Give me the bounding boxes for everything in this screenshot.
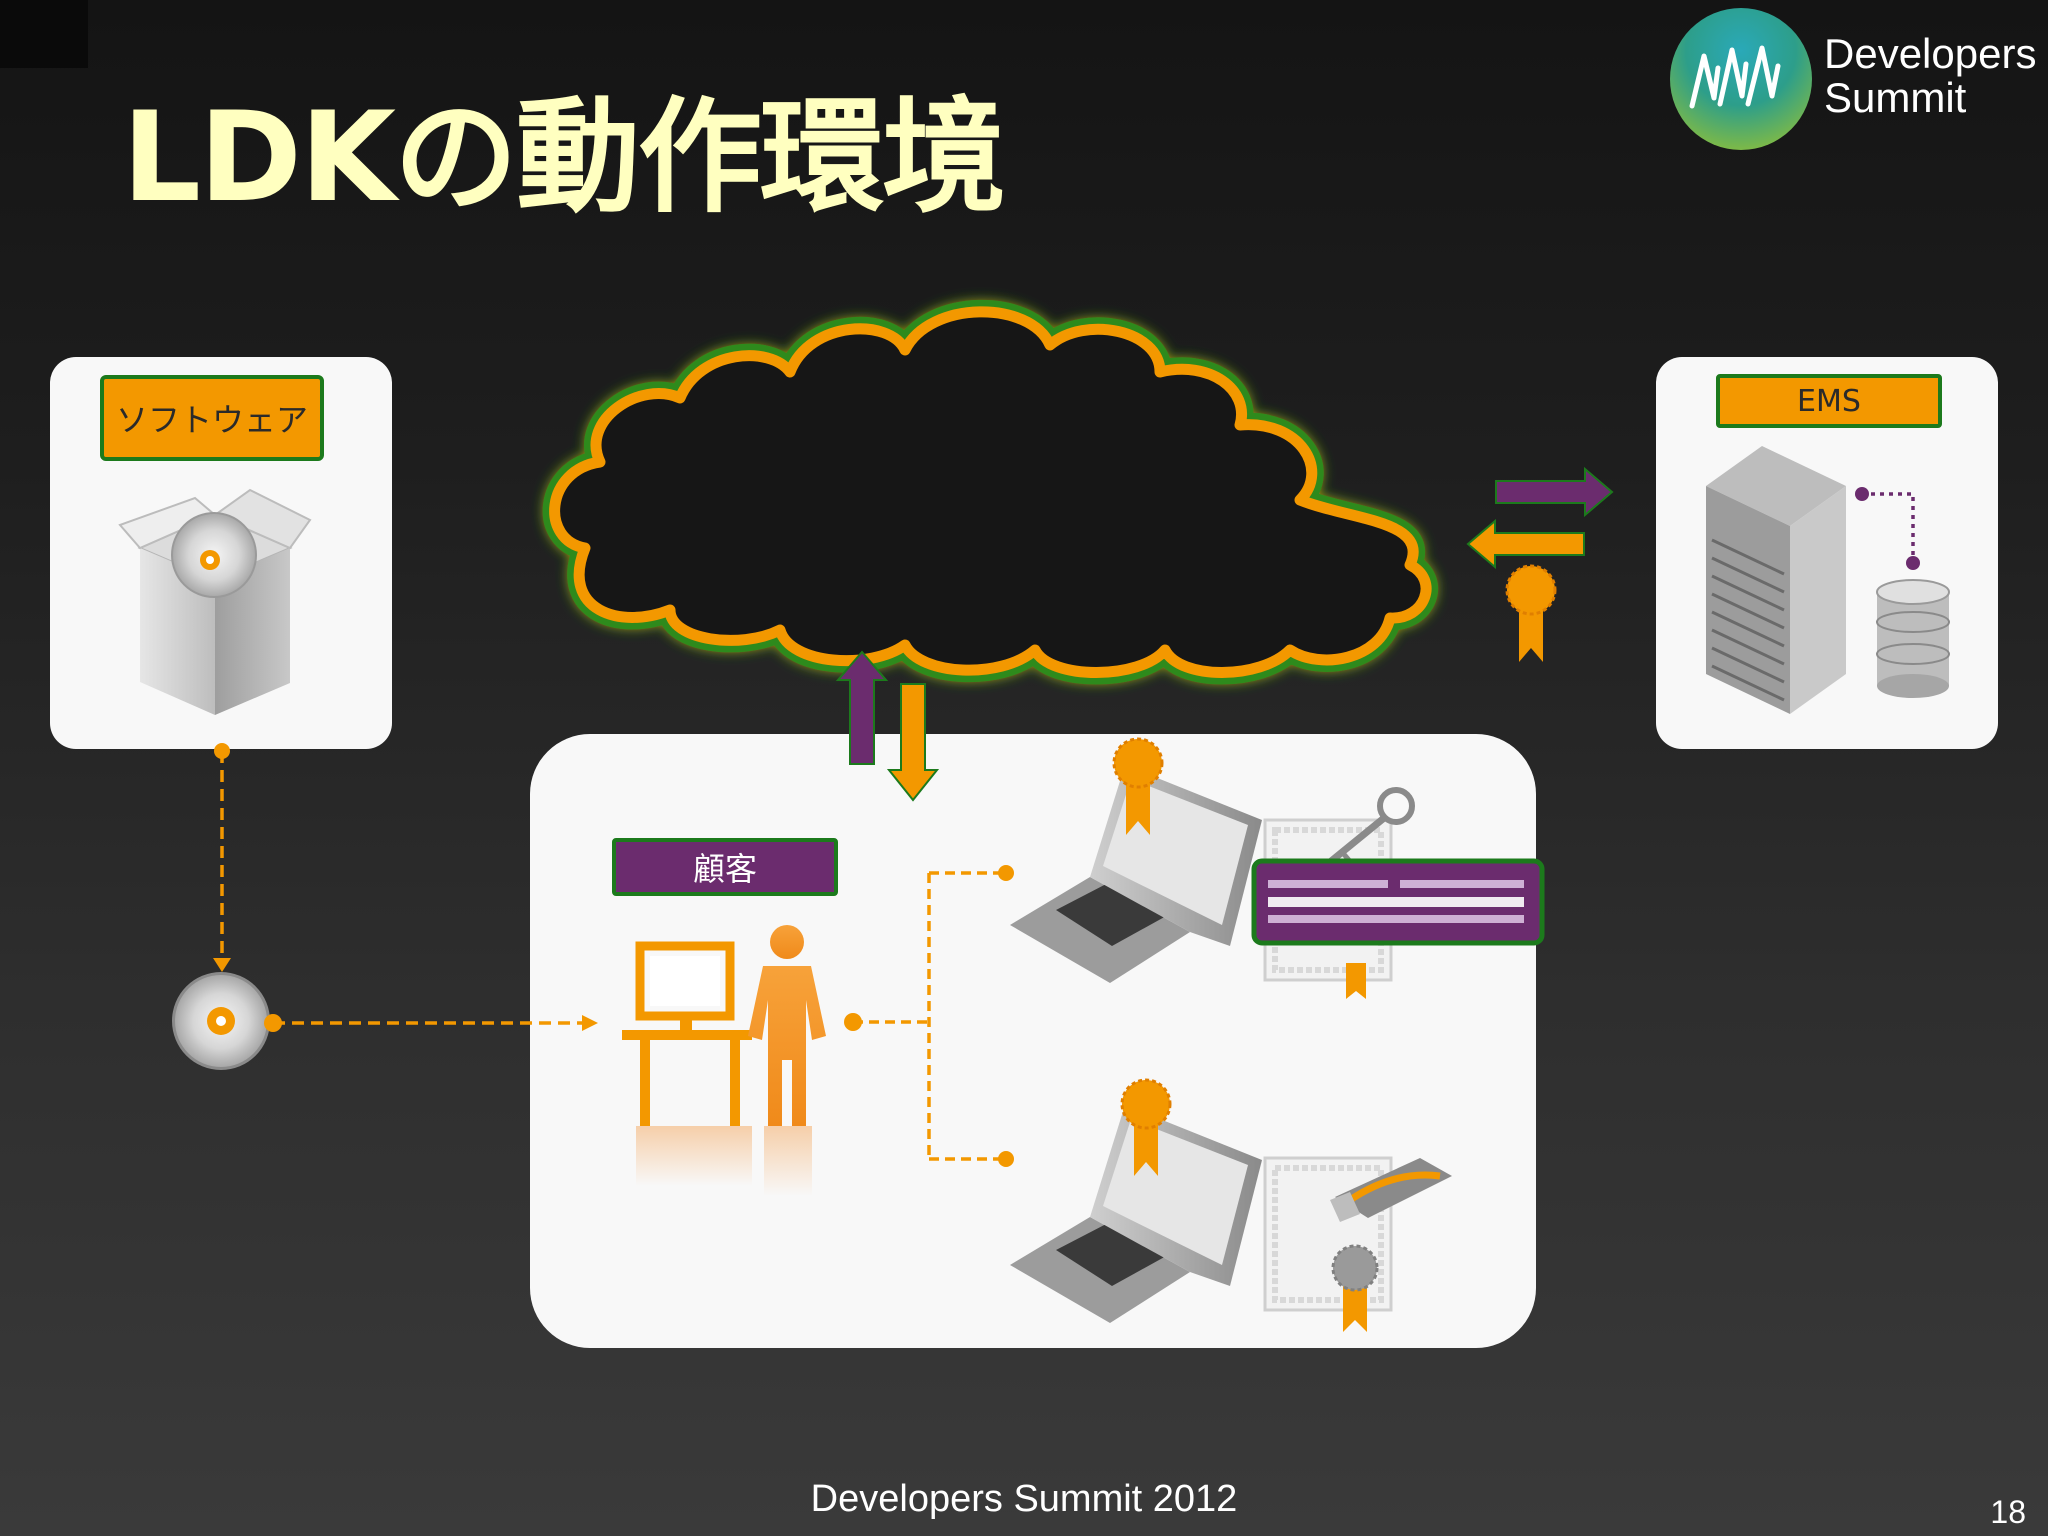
- logo-line1: Developers: [1824, 30, 2037, 77]
- cloud-icon: [542, 299, 1439, 685]
- server-db-connector: [1855, 487, 1920, 570]
- person-icon: [748, 925, 826, 1196]
- disc-to-customer-connector: [264, 1014, 598, 1032]
- license-key-code-icon: [1251, 858, 1545, 946]
- ems-label: EMS: [1716, 374, 1942, 428]
- certificate-ribbon-icon: [1505, 564, 1557, 662]
- logo-line2: Summit: [1824, 74, 1967, 121]
- slide-footer: Developers Summit 2012: [810, 1478, 1238, 1520]
- devsumi-logo-icon: [1670, 8, 1812, 150]
- certificate-ribbon-icon: [1120, 1078, 1172, 1176]
- slide-title: LDKの動作環境: [122, 86, 1006, 230]
- customer-to-laptops-connector: [844, 865, 1014, 1167]
- devsumi-logo: Developers Summit: [1670, 8, 2040, 150]
- database-icon: [1876, 579, 1950, 698]
- customer-label: 顧客: [612, 838, 838, 896]
- logo-text: Developers Summit: [1824, 32, 2044, 120]
- page-number: 18: [1990, 1494, 2026, 1530]
- usb-dongle-icon: [1330, 1158, 1452, 1222]
- cloud-ems-arrows: [1466, 466, 1614, 570]
- license-certificate-icon: [1263, 1156, 1393, 1312]
- cloud-customer-arrows: [835, 650, 940, 802]
- server-icon: [1706, 446, 1846, 714]
- software-label: ソフトウェア: [100, 375, 324, 461]
- certificate-ribbon-icon: [1331, 1244, 1379, 1332]
- software-to-disc-connector: [213, 743, 231, 972]
- corner-block: [0, 0, 88, 68]
- certificate-ribbon-icon: [1112, 737, 1164, 835]
- cd-disc-icon: [172, 972, 270, 1070]
- software-box-icon: [118, 488, 312, 715]
- certificate-ribbon-icon: [1346, 963, 1366, 999]
- customer-workstation-icon: [622, 941, 752, 1186]
